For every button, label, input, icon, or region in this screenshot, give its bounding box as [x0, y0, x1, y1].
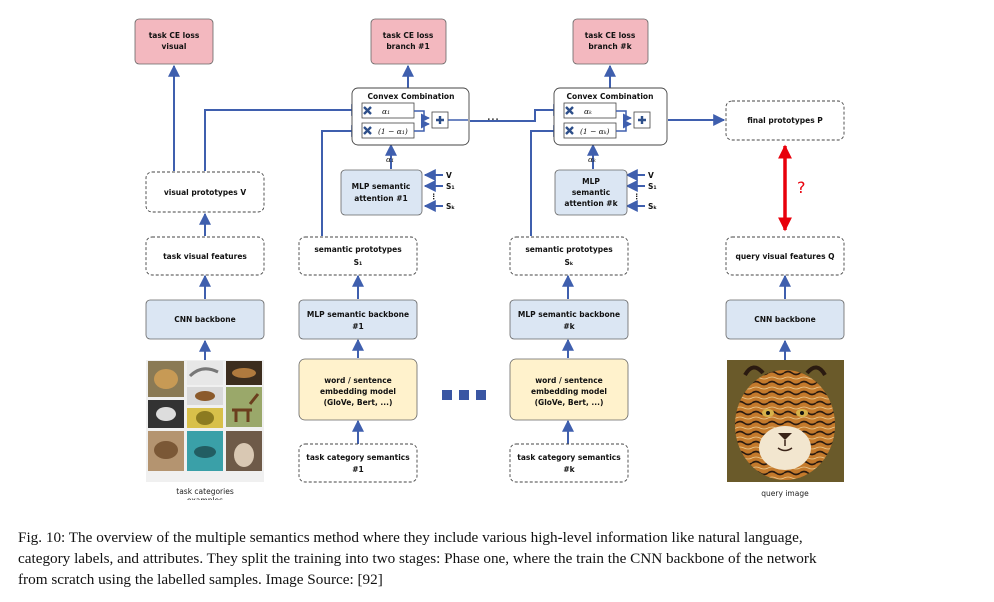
input-Sk: Sₖ — [648, 202, 657, 211]
multiply-icon — [363, 126, 372, 135]
loss-branchk-box: task CE loss branch #k — [572, 18, 649, 65]
svg-text:semantic prototypes: semantic prototypes — [525, 245, 613, 254]
cnn-backbone-left: CNN backbone — [145, 299, 265, 340]
svg-text:CNN backbone: CNN backbone — [174, 315, 235, 324]
query-visual-features-box: query visual features Q — [725, 236, 845, 276]
svg-text:Sₖ: Sₖ — [564, 258, 573, 267]
svg-text:task CE loss: task CE loss — [585, 31, 636, 40]
question-mark: ? — [797, 178, 806, 197]
svg-text:semantic: semantic — [572, 188, 610, 197]
svg-text:task CE loss: task CE loss — [383, 31, 434, 40]
query-image — [727, 360, 844, 482]
svg-text:#1: #1 — [352, 465, 364, 474]
figure-caption: Fig. 10: The overview of the multiple se… — [18, 527, 968, 590]
branch-ellipsis: ··· — [487, 113, 499, 128]
multiply-icon — [363, 106, 372, 115]
input-Sk: Sₖ — [446, 202, 455, 211]
svg-text:Convex Combination: Convex Combination — [368, 92, 455, 101]
svg-text:task visual features: task visual features — [163, 252, 247, 261]
svg-text:final prototypes P: final prototypes P — [747, 116, 823, 125]
semantic-prototypes-1: semantic prototypes S₁ — [298, 236, 418, 276]
svg-text:visual prototypes V: visual prototypes V — [164, 188, 246, 197]
svg-text:attention #k: attention #k — [564, 199, 618, 208]
branch-ellipsis-squares — [442, 390, 486, 400]
add-icon — [638, 116, 646, 124]
alpha1-label: α₁ — [386, 155, 394, 164]
multiple-semantics-diagram: ? task CE loss visual task CE loss branc… — [134, 18, 845, 500]
multiply-icon — [565, 126, 574, 135]
svg-text:α₁: α₁ — [382, 107, 390, 116]
svg-text:query visual features Q: query visual features Q — [735, 252, 834, 261]
input-V: V — [446, 171, 452, 180]
svg-text:visual: visual — [162, 42, 187, 51]
svg-text:S₁: S₁ — [354, 258, 363, 267]
svg-text:(GloVe, Bert, ...): (GloVe, Bert, ...) — [535, 398, 604, 407]
input-dots: ⋮ — [633, 192, 641, 201]
task-visual-features-box: task visual features — [145, 236, 265, 276]
arrow-visual-prototypes-to-convex1 — [204, 104, 364, 171]
svg-text:semantic prototypes: semantic prototypes — [314, 245, 402, 254]
svg-text:branch #k: branch #k — [588, 42, 632, 51]
visual-prototypes-box: visual prototypes V — [145, 171, 265, 213]
embedding-model-1: word / sentence embedding model (GloVe, … — [298, 358, 418, 421]
task-category-examples-image — [146, 360, 264, 482]
svg-text:embedding model: embedding model — [320, 387, 396, 396]
svg-text:MLP semantic backbone: MLP semantic backbone — [518, 310, 620, 319]
input-S1: S₁ — [446, 182, 455, 191]
mlp-attention-1: MLP semantic attention #1 — [340, 169, 423, 216]
svg-text:MLP: MLP — [582, 177, 600, 186]
svg-text:MLP semantic: MLP semantic — [352, 182, 411, 191]
svg-text:embedding model: embedding model — [531, 387, 607, 396]
semantic-prototypes-k: semantic prototypes Sₖ — [509, 236, 629, 276]
arrow-prototypes1-to-convex1 — [321, 125, 364, 236]
alphak-label: αₖ — [588, 155, 596, 164]
svg-text:αₖ: αₖ — [584, 107, 592, 116]
category-semantics-k: task category semantics #k — [509, 443, 629, 483]
caption-line: from scratch using the labelled samples.… — [18, 571, 383, 588]
final-prototypes-box: final prototypes P — [725, 100, 845, 141]
svg-text:(1 − α₁): (1 − α₁) — [378, 127, 408, 136]
svg-text:branch #1: branch #1 — [386, 42, 429, 51]
input-V: V — [648, 171, 654, 180]
svg-text:#k: #k — [563, 465, 575, 474]
mlp-backbone-1: MLP semantic backbone #1 — [298, 299, 418, 340]
svg-text:CNN backbone: CNN backbone — [754, 315, 815, 324]
svg-text:word / sentence: word / sentence — [324, 376, 392, 385]
svg-text:task category semantics: task category semantics — [517, 453, 621, 462]
svg-text:MLP semantic backbone: MLP semantic backbone — [307, 310, 409, 319]
input-S1: S₁ — [648, 182, 657, 191]
multiply-icon — [565, 106, 574, 115]
category-semantics-1: task category semantics #1 — [298, 443, 418, 483]
caption-line: Fig. 10: The overview of the multiple se… — [18, 529, 803, 546]
add-icon — [436, 116, 444, 124]
arrow-prototypesk-to-convexk — [530, 125, 566, 236]
svg-text:task CE loss: task CE loss — [149, 31, 200, 40]
mlp-backbone-k: MLP semantic backbone #k — [509, 299, 629, 340]
loss-visual-box: task CE loss visual — [134, 18, 214, 65]
convex-combination-1: Convex Combination α₁ (1 − α₁) — [351, 87, 470, 146]
mlp-attention-k: MLP semantic attention #k — [554, 169, 628, 216]
task-examples-label-line2: examples — [187, 496, 223, 500]
svg-text:Convex Combination: Convex Combination — [567, 92, 654, 101]
loss-branch1-box: task CE loss branch #1 — [370, 18, 447, 65]
caption-line: category labels, and attributes. They sp… — [18, 550, 817, 567]
convex-combination-k: Convex Combination αₖ (1 − αₖ) — [553, 87, 668, 146]
svg-text:attention #1: attention #1 — [354, 194, 407, 203]
svg-text:#k: #k — [563, 322, 575, 331]
svg-text:(GloVe, Bert, ...): (GloVe, Bert, ...) — [324, 398, 393, 407]
embedding-model-k: word / sentence embedding model (GloVe, … — [509, 358, 629, 421]
svg-text:word / sentence: word / sentence — [535, 376, 603, 385]
input-dots: ⋮ — [430, 192, 438, 201]
svg-text:#1: #1 — [352, 322, 364, 331]
svg-text:(1 − αₖ): (1 − αₖ) — [580, 127, 610, 136]
svg-text:task category semantics: task category semantics — [306, 453, 410, 462]
task-examples-label-line1: task categories — [176, 487, 234, 496]
query-image-label: query image — [761, 489, 809, 498]
cnn-backbone-right: CNN backbone — [725, 299, 845, 340]
